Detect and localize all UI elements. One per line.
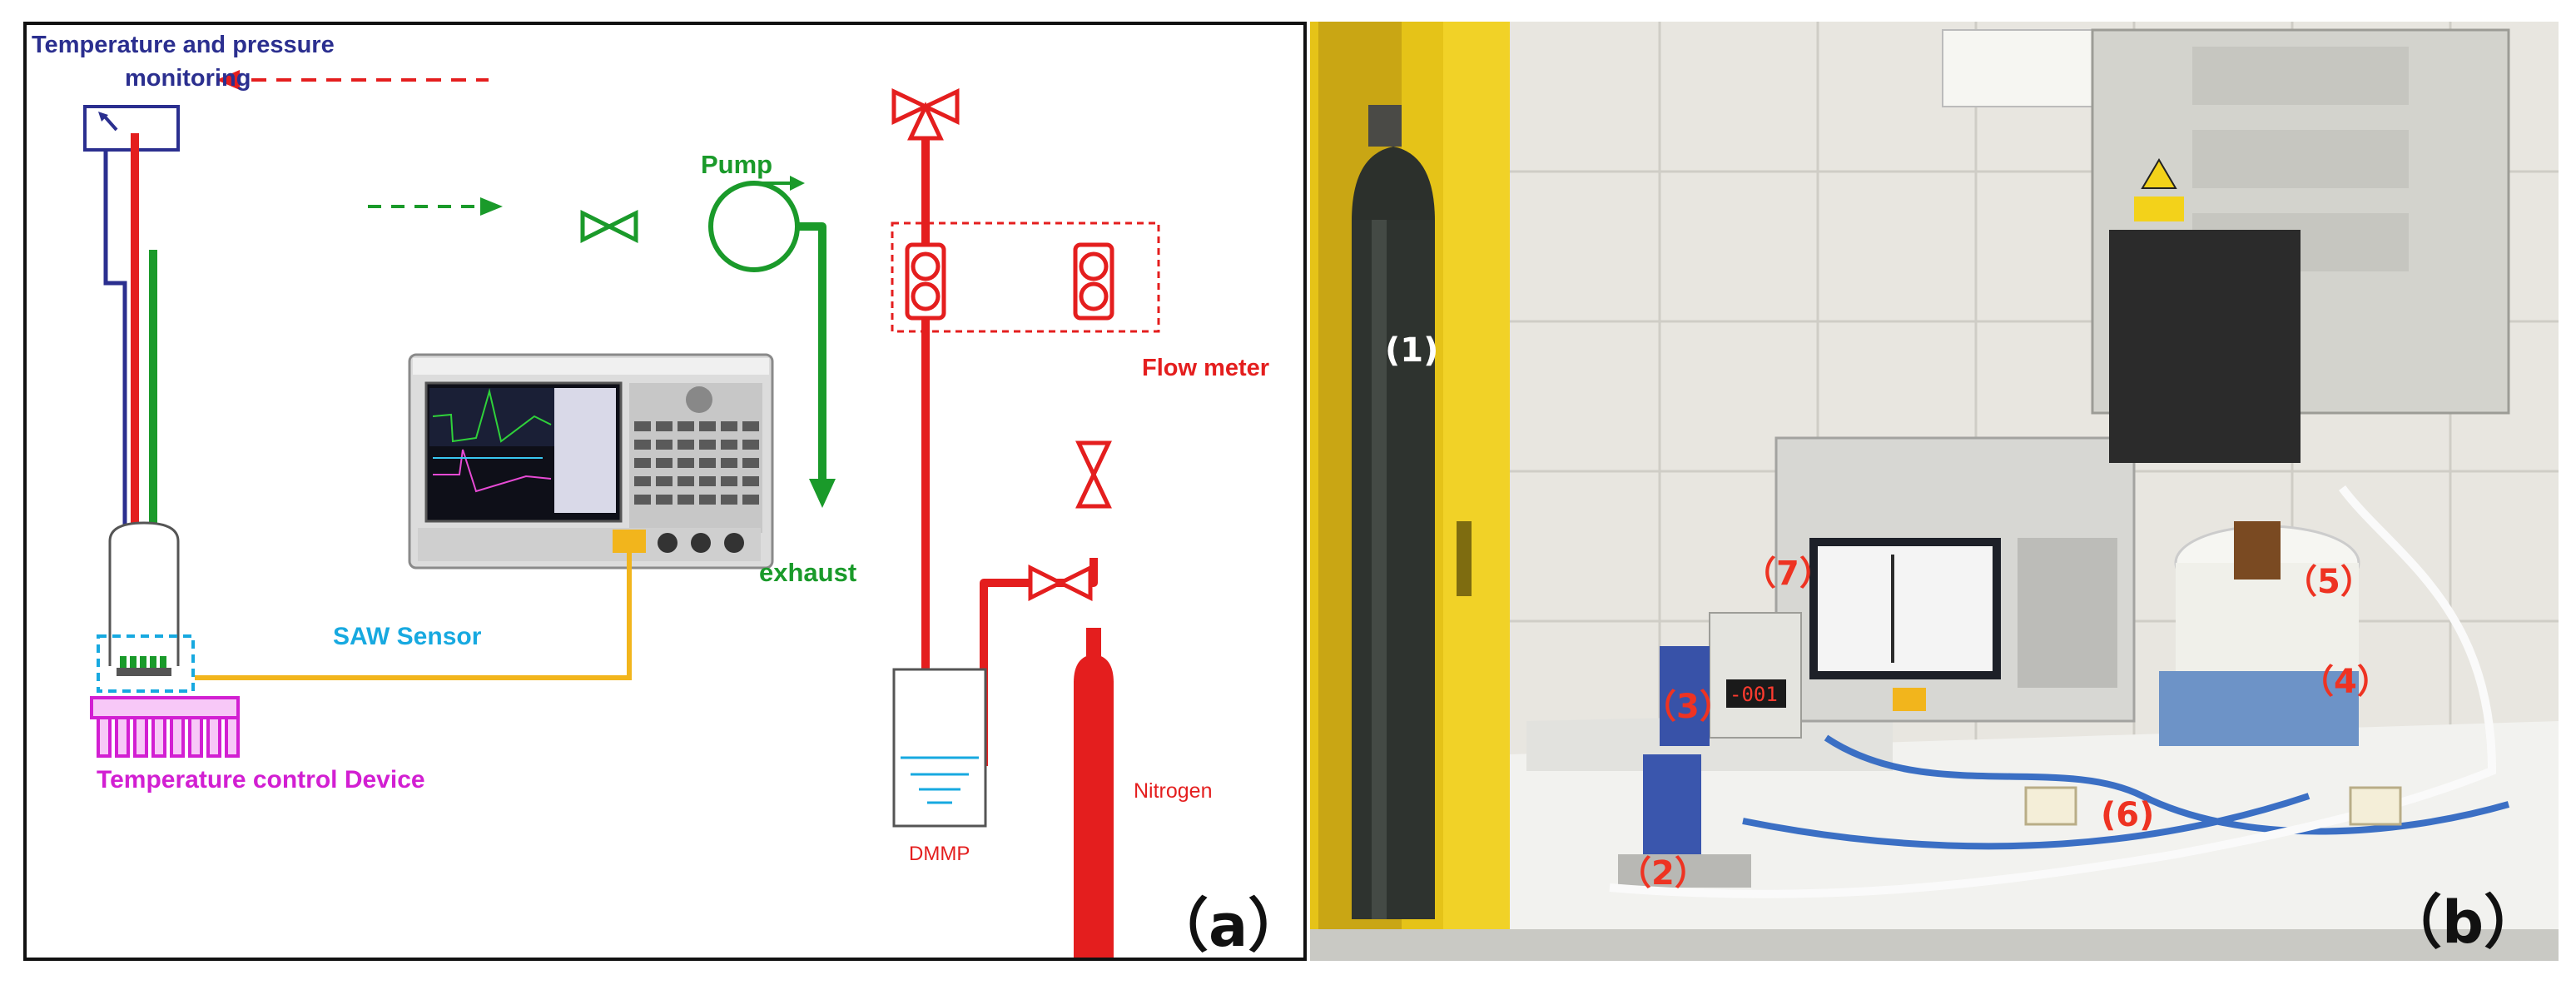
panel-a-tag: （a） <box>1150 892 1307 960</box>
monitor-signal-line <box>103 150 127 608</box>
three-way-valve <box>891 88 960 141</box>
bubbler-valve <box>1028 564 1093 602</box>
pump <box>708 176 805 272</box>
saw-sensor-label: SAW Sensor <box>333 623 482 650</box>
controller-display: -001 <box>1730 683 1778 706</box>
flow-meter-label: Flow meter <box>1142 355 1270 381</box>
green-valve <box>580 209 638 244</box>
exhaust-label: exhaust <box>759 558 857 587</box>
rf-cable <box>195 546 632 680</box>
schematic-diagram <box>83 70 1160 958</box>
temperature-control-device <box>90 696 240 758</box>
schematic-panel: Temperature and pressure monitoring Pump… <box>23 22 1307 961</box>
mass-flow-controllers <box>1618 646 1751 888</box>
white-tubing <box>1609 485 2497 898</box>
dmmp-label: DMMP <box>909 843 970 865</box>
label-heater: （4） <box>2301 663 2390 701</box>
label-mfc-upper: （3） <box>1643 688 1733 726</box>
lab-photo-panel: (1) （2） （3） （4） （5） (6) （7） -001 （b） <box>1310 22 2559 961</box>
flow-meter-group <box>891 221 1160 333</box>
gas-cylinder <box>1352 105 1435 919</box>
flow-meter-left <box>905 242 946 321</box>
label-tubing: (6) <box>2101 796 2155 834</box>
label-mfc-lower: （2） <box>1618 854 1708 893</box>
nitrogen-cylinder <box>1074 628 1114 958</box>
hotplate-bubbler <box>2109 230 2360 746</box>
network-analyzer <box>408 353 774 570</box>
network-analyzer-photo <box>1774 436 2136 723</box>
nitrogen-label: Nitrogen <box>1134 779 1213 803</box>
label-cylinder: (1) <box>1385 331 1439 370</box>
pump-label: Pump <box>701 150 773 179</box>
temperature-controller <box>1709 612 1802 739</box>
blue-tubing <box>1742 734 2510 850</box>
monitor-label-line1: Temperature and pressure <box>32 32 335 58</box>
dmmp-bubbler <box>892 668 987 828</box>
flow-meter-right <box>1073 242 1114 321</box>
label-analyzer: （7） <box>1743 555 1833 593</box>
exhaust-arrow <box>809 479 836 508</box>
label-bubbler: （5） <box>2284 563 2374 601</box>
lab-photo <box>1310 22 2559 961</box>
monitor-label-line2: monitoring <box>125 65 251 92</box>
nitrogen-valve <box>1075 440 1112 509</box>
panel-b-tag: （b） <box>2384 888 2543 957</box>
temperature-control-label: Temperature control Device <box>97 766 425 793</box>
saw-sensor-chamber <box>97 521 195 693</box>
